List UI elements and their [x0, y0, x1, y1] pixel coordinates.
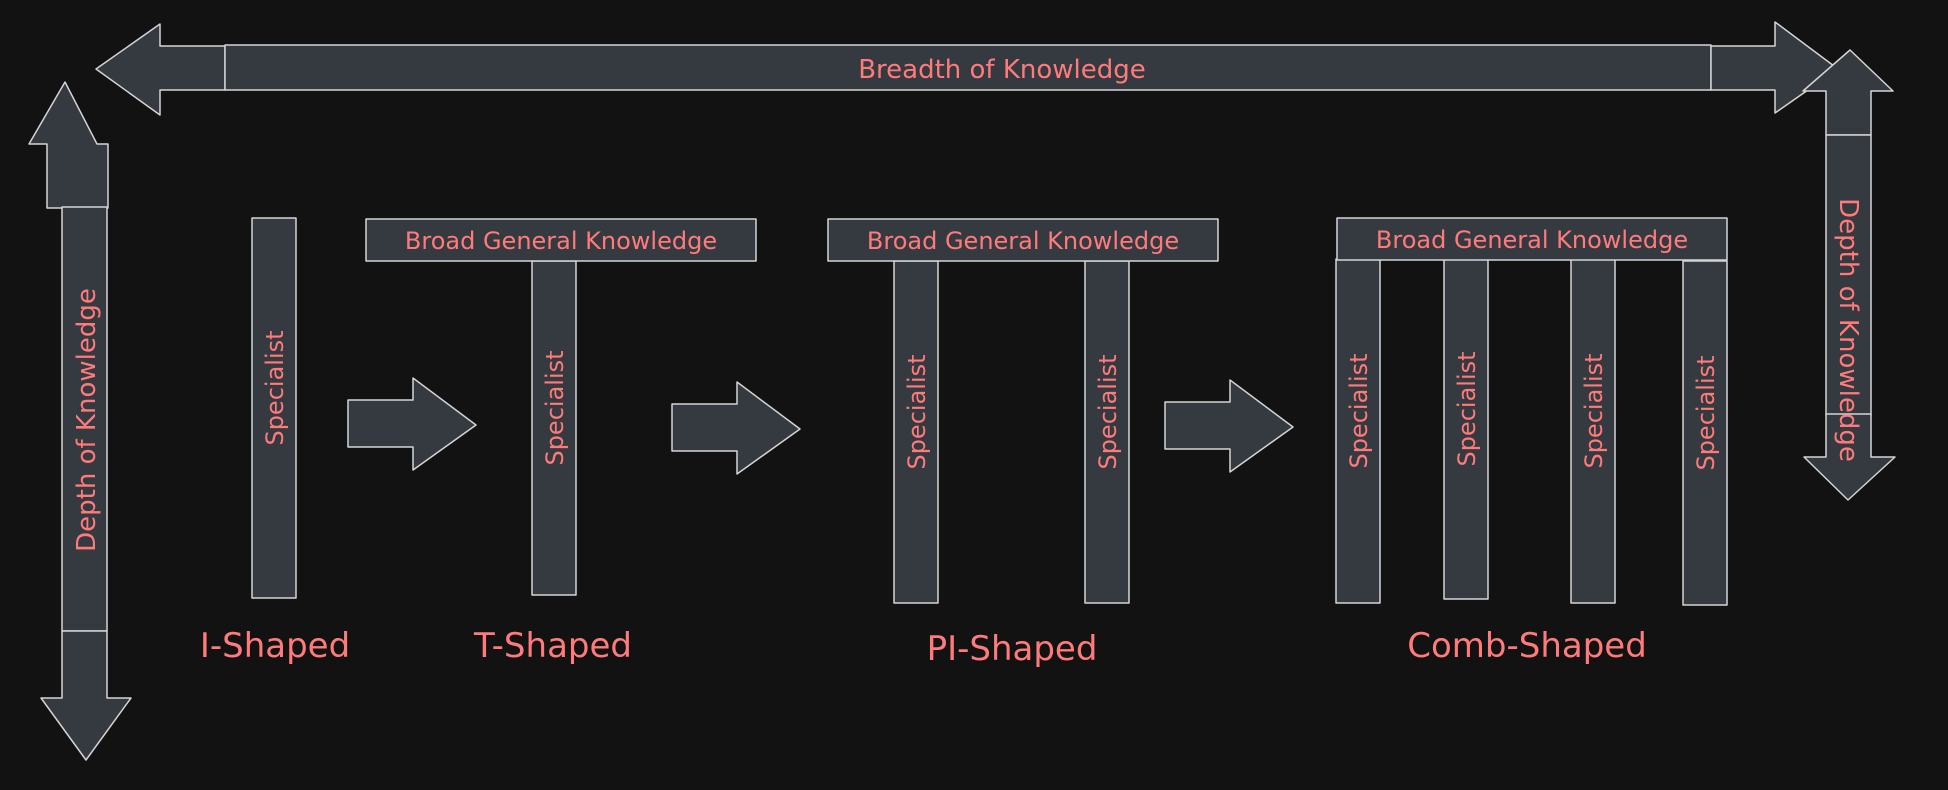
- specialist-label: Specialist: [261, 330, 289, 445]
- broad-knowledge-label: Broad General Knowledge: [867, 227, 1179, 255]
- shape-name-label: PI-Shaped: [927, 629, 1098, 669]
- specialist-label: Specialist: [1453, 351, 1481, 466]
- depth-arrow-right: Depth of Knowledge: [1802, 49, 1896, 501]
- specialist-label: Specialist: [1345, 353, 1373, 468]
- progression-arrow-icon: [347, 377, 477, 471]
- progression-arrow-icon: [671, 381, 801, 475]
- specialist-column: [1335, 258, 1381, 604]
- specialist-column: [531, 260, 577, 596]
- broad-knowledge-bar: [365, 218, 757, 262]
- broad-knowledge-label: Broad General Knowledge: [1376, 226, 1688, 254]
- specialist-label: Specialist: [903, 354, 931, 469]
- breadth-arrow-shaft: [224, 44, 1712, 91]
- depth-label-left: Depth of Knowledge: [72, 288, 102, 552]
- shape-name-label: T-Shaped: [473, 626, 632, 666]
- specialist-label: Specialist: [1692, 355, 1720, 470]
- shape-name-label: Comb-Shaped: [1407, 626, 1647, 666]
- broad-knowledge-bar: [827, 218, 1219, 262]
- progression-arrow-icon: [1164, 379, 1294, 473]
- specialist-label: Specialist: [1094, 354, 1122, 469]
- breadth-label: Breadth of Knowledge: [858, 55, 1146, 85]
- shape-group-t-shaped: Specialist Broad General KnowledgeT-Shape…: [365, 218, 757, 666]
- specialist-column: [1682, 260, 1728, 606]
- specialist-column: [1570, 258, 1616, 604]
- arrow-down-head: [1803, 413, 1896, 501]
- shape-group-comb-shaped: Specialist Specialist Specialist Specialist…: [1335, 217, 1728, 666]
- specialist-column: [251, 217, 297, 599]
- shape-name-label: I-Shaped: [200, 626, 350, 666]
- broad-knowledge-label: Broad General Knowledge: [405, 227, 717, 255]
- specialist-column: [1084, 260, 1130, 604]
- broad-knowledge-bar: [1336, 217, 1728, 261]
- depth-arrow-right-shaft: [1825, 134, 1872, 416]
- arrow-down-head: [40, 630, 132, 761]
- breadth-arrow: Breadth of Knowledge: [95, 21, 1839, 116]
- specialist-label: Specialist: [1580, 353, 1608, 468]
- shape-group-pi-shaped: Specialist Specialist Broad General Knowle…: [827, 218, 1219, 669]
- specialist-label: Specialist: [541, 350, 569, 465]
- specialist-column: [1443, 258, 1489, 600]
- depth-arrow-left: Depth of Knowledge: [28, 81, 132, 761]
- depth-label-right: Depth of Knowledge: [1833, 198, 1863, 462]
